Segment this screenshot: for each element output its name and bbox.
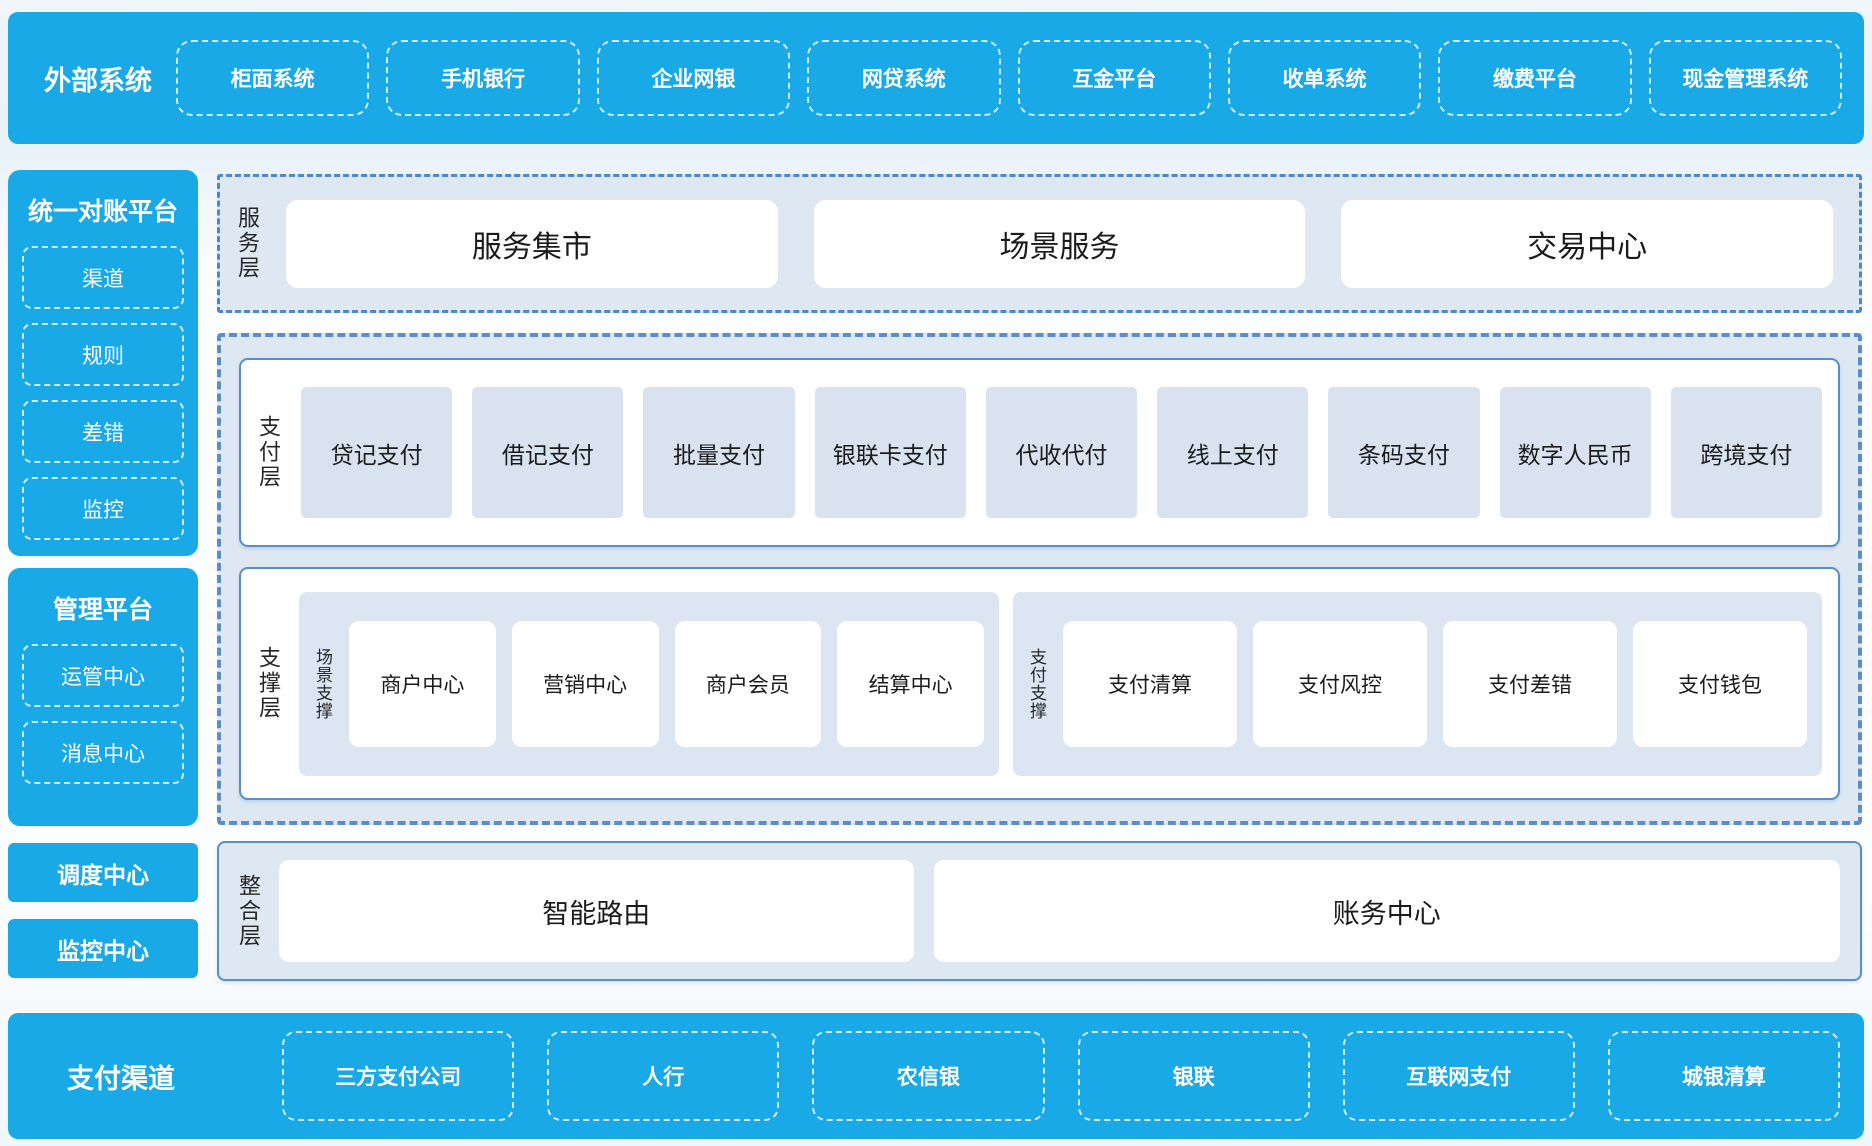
payment-item-debit: 借记支付 — [472, 387, 624, 518]
support-item-payment-risk-control: 支付风控 — [1252, 620, 1427, 747]
management-platform-title: 管理平台 — [52, 596, 153, 624]
reconciliation-platform-title: 统一对账平台 — [27, 198, 178, 226]
channel-unionpay: 银联 — [1077, 1031, 1310, 1121]
reconciliation-platform-box: 统一对账平台 渠道 规则 差错 监控 — [8, 170, 198, 556]
external-systems-title: 外部系统 — [44, 65, 152, 96]
payment-support-group: 支付支撑 支付清算 支付风控 支付差错 支付钱包 — [1012, 591, 1822, 776]
service-item-scenario-service: 场景服务 — [813, 199, 1306, 288]
channel-city-bank-clearing: 城银清算 — [1607, 1031, 1841, 1121]
management-items: 运管中心 消息中心 — [22, 644, 184, 784]
support-item-merchant-center: 商户中心 — [349, 620, 496, 747]
core-layers-box: 支付层 贷记支付 借记支付 批量支付 银联卡支付 代收代付 线上支付 条码支付 … — [217, 333, 1862, 825]
support-item-merchant-member: 商户会员 — [674, 620, 822, 747]
support-layer-label: 支撑层 — [256, 646, 281, 721]
scenario-support-group: 场景支撑 商户中心 营销中心 商户会员 结算中心 — [299, 591, 999, 776]
external-system-cash-management: 现金管理系统 — [1648, 40, 1842, 116]
channel-pboc: 人行 — [547, 1031, 780, 1121]
service-item-service-market: 服务集市 — [286, 199, 778, 288]
reconciliation-items: 渠道 规则 差错 监控 — [22, 246, 184, 540]
support-layer: 支撑层 场景支撑 商户中心 营销中心 商户会员 结算中心 支付支撑 支付清算 支… — [239, 567, 1840, 800]
external-system-bill-payment: 缴费平台 — [1438, 40, 1632, 116]
scenario-support-label: 场景支撑 — [313, 647, 332, 720]
integration-item-accounting-center: 账务中心 — [933, 860, 1840, 962]
external-system-corporate-ebank: 企业网银 — [596, 40, 791, 116]
payment-item-barcode: 条码支付 — [1328, 387, 1480, 518]
support-item-payment-clearing: 支付清算 — [1062, 620, 1237, 747]
channel-rural-credit-bank: 农信银 — [812, 1031, 1045, 1121]
external-systems-items: 柜面系统 手机银行 企业网银 网贷系统 互金平台 收单系统 缴费平台 现金管理系… — [176, 40, 1842, 116]
reconciliation-item-monitoring: 监控 — [22, 477, 184, 540]
payment-item-online: 线上支付 — [1157, 387, 1309, 518]
reconciliation-item-errors: 差错 — [22, 400, 184, 463]
reconciliation-item-channel: 渠道 — [22, 246, 184, 309]
integration-layer: 整合层 智能路由 账务中心 — [217, 841, 1862, 981]
payment-channels-title: 支付渠道 — [67, 1063, 175, 1094]
support-item-marketing-center: 营销中心 — [511, 620, 659, 747]
monitoring-center-box: 监控中心 — [8, 919, 198, 978]
management-item-operations-center: 运管中心 — [22, 644, 184, 707]
scheduling-center-box: 调度中心 — [8, 843, 198, 902]
payment-item-cross-border: 跨境支付 — [1670, 387, 1822, 518]
support-item-settlement-center: 结算中心 — [837, 620, 984, 747]
service-layer-label: 服务层 — [235, 206, 260, 281]
payment-item-batch: 批量支付 — [643, 387, 795, 518]
service-item-transaction-center: 交易中心 — [1341, 199, 1834, 288]
management-item-message-center: 消息中心 — [22, 721, 184, 784]
payment-channels-items: 三方支付公司 人行 农信银 银联 互联网支付 城银清算 — [282, 1031, 1841, 1121]
payment-item-credit: 贷记支付 — [301, 387, 453, 518]
payment-item-unionpay-card: 银联卡支付 — [814, 387, 966, 518]
payment-layer: 支付层 贷记支付 借记支付 批量支付 银联卡支付 代收代付 线上支付 条码支付 … — [239, 358, 1840, 547]
external-system-internet-finance: 互金平台 — [1017, 40, 1211, 116]
support-item-payment-wallet: 支付钱包 — [1633, 620, 1808, 747]
payment-layer-label: 支付层 — [256, 415, 281, 490]
support-item-payment-errors: 支付差错 — [1443, 620, 1618, 747]
payment-item-digital-rmb: 数字人民币 — [1499, 387, 1651, 518]
integration-item-smart-routing: 智能路由 — [279, 860, 914, 962]
payment-support-label: 支付支撑 — [1026, 647, 1046, 720]
channel-internet-payment: 互联网支付 — [1342, 1031, 1575, 1121]
payment-channels-bar: 支付渠道 三方支付公司 人行 农信银 银联 互联网支付 城银清算 — [8, 1013, 1864, 1139]
integration-layer-label: 整合层 — [236, 873, 261, 949]
reconciliation-item-rules: 规则 — [22, 323, 184, 386]
external-systems-bar: 外部系统 柜面系统 手机银行 企业网银 网贷系统 互金平台 收单系统 缴费平台 … — [8, 12, 1864, 144]
external-system-mobile-banking: 手机银行 — [386, 40, 580, 116]
external-system-online-lending: 网贷系统 — [807, 40, 1001, 116]
channel-third-party-payment: 三方支付公司 — [282, 1031, 515, 1121]
management-platform-box: 管理平台 运管中心 消息中心 — [8, 568, 198, 826]
external-system-counter: 柜面系统 — [176, 40, 370, 116]
service-layer: 服务层 服务集市 场景服务 交易中心 — [217, 174, 1862, 313]
payment-item-collection-agency: 代收代付 — [985, 387, 1138, 518]
external-system-acquiring: 收单系统 — [1227, 40, 1422, 116]
